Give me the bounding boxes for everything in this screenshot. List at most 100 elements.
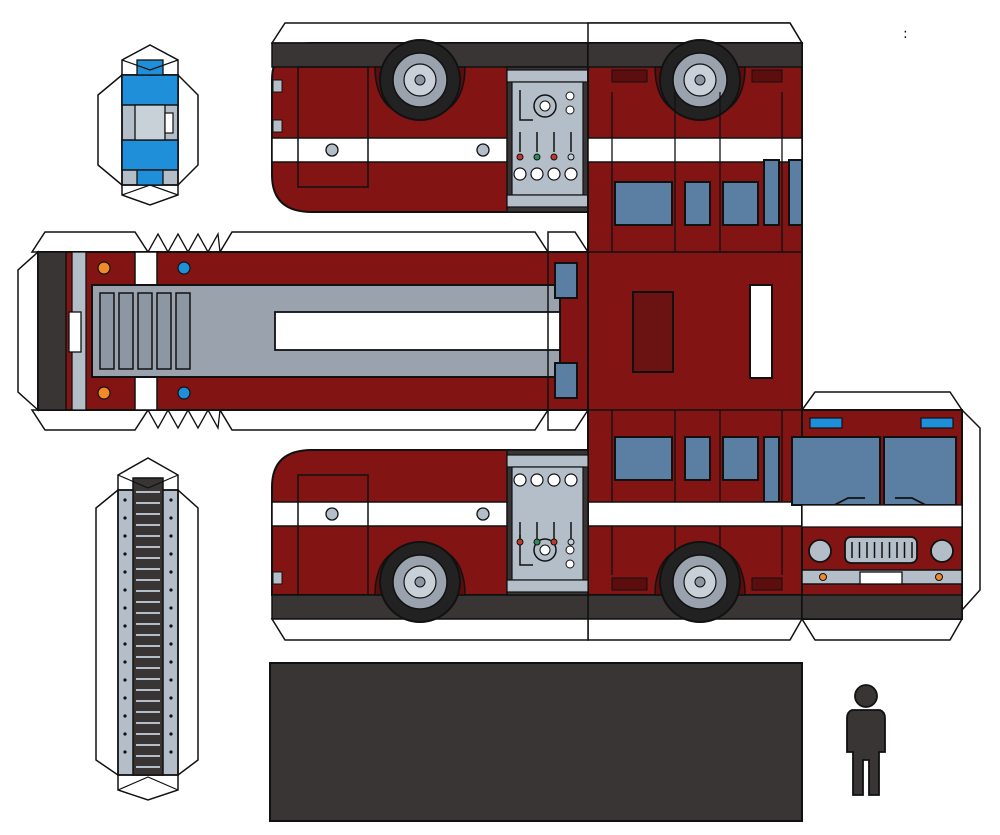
cab-window — [788, 159, 803, 226]
cab-mud-flap — [611, 577, 648, 591]
pressure-gauge — [564, 167, 578, 181]
roof-slat — [156, 292, 172, 370]
ladder-rivet — [123, 516, 127, 520]
beacon-light-piece — [97, 44, 199, 206]
radiator-grille — [844, 536, 918, 564]
ladder-rivet — [169, 732, 173, 736]
roof-light-bar — [749, 284, 773, 379]
side-panel-top — [270, 22, 804, 213]
pressure-gauge — [513, 167, 527, 181]
roof-slat — [175, 292, 191, 370]
wheel-front-bottom — [654, 541, 746, 623]
ladder-piece — [95, 457, 199, 801]
cab-mud-flap — [751, 577, 783, 591]
front-chassis — [801, 594, 963, 620]
compartment-door — [297, 66, 369, 188]
ladder-rivet — [123, 732, 127, 736]
roof-orange-light — [97, 386, 111, 400]
valve-indicator — [516, 538, 524, 546]
ladder-rivet — [123, 750, 127, 754]
glue-tab-front-top — [800, 391, 964, 411]
ladder-rivet — [123, 714, 127, 718]
ladder-tip-bottom — [117, 776, 179, 791]
cab-window — [722, 436, 759, 481]
cab-window — [763, 159, 780, 226]
windshield-left — [791, 436, 881, 506]
headlight-right — [930, 539, 954, 563]
ladder-rivet — [169, 624, 173, 628]
beacon-diamond-bottom — [121, 184, 179, 196]
marker-lamp — [476, 143, 490, 157]
wheel-rear-top — [374, 39, 466, 121]
glue-tab-roof-top — [30, 231, 150, 253]
roof-side-window — [554, 362, 578, 399]
zigzag-tabs-top — [146, 231, 221, 254]
glue-tab-roof-bottom2 — [218, 409, 550, 431]
roof-slat — [118, 292, 134, 370]
rear-reflector — [272, 119, 283, 133]
indicator-light — [819, 573, 827, 581]
cab-stripe-top — [587, 137, 803, 163]
cab-block — [587, 22, 804, 641]
front-white-stripe — [801, 504, 963, 528]
ladder-rivet — [169, 570, 173, 574]
beacon-blue-tip — [136, 169, 164, 186]
pressure-gauge — [547, 473, 561, 487]
cab-window — [684, 181, 711, 226]
wheel-front-top — [654, 39, 746, 121]
rear-reflector — [272, 571, 283, 585]
cab-window — [614, 181, 673, 226]
ladder-rivet — [169, 552, 173, 556]
ladder-rivet — [123, 642, 127, 646]
ladder-rivet — [123, 498, 127, 502]
human-scale-figure — [846, 684, 886, 796]
cab-door-lines — [611, 410, 783, 575]
glue-tab-roof-right2 — [547, 409, 590, 431]
ladder-rivet — [169, 606, 173, 610]
roof-orange-light — [97, 261, 111, 275]
glue-tab-roof-right — [547, 231, 590, 253]
ladder-rivet — [123, 696, 127, 700]
valve-indicator — [550, 538, 558, 546]
cab-window — [763, 436, 780, 503]
ladder-rivet — [169, 714, 173, 718]
cab-window — [614, 436, 673, 481]
roof-blue-light — [177, 386, 191, 400]
ladder-rivet — [169, 642, 173, 646]
corner-mark: : — [903, 26, 908, 42]
ladder-rail-center — [132, 477, 164, 776]
side-panel-bottom — [270, 449, 783, 641]
ladder-rivet — [169, 534, 173, 538]
ladder-rivet — [123, 534, 127, 538]
pressure-gauge — [530, 473, 544, 487]
ladder-rivet — [169, 750, 173, 754]
pressure-gauge — [564, 473, 578, 487]
zigzag-tabs-bottom — [146, 408, 221, 431]
glue-tab-roof-left — [17, 250, 39, 412]
ladder-rivet — [123, 588, 127, 592]
valve-indicator — [550, 153, 558, 161]
glue-tab-bottom-side — [270, 618, 589, 641]
glue-tab-front-bottom — [800, 618, 964, 641]
cab-mud-flap — [611, 69, 648, 83]
roof-ladder-slot — [274, 311, 561, 351]
ladder-rivet — [123, 552, 127, 556]
grille-bars — [851, 542, 913, 558]
ladder-rivet — [123, 624, 127, 628]
roof-blue-light — [177, 261, 191, 275]
valve-indicator — [533, 538, 541, 546]
pump-control-panel-bottom — [506, 449, 589, 596]
rear-reflector — [272, 79, 283, 93]
ladder-rivet — [169, 516, 173, 520]
beacon-slot — [164, 112, 174, 134]
glue-tab-roof-top2 — [218, 231, 550, 253]
cab-door-lines — [611, 92, 783, 252]
front-beacon-left — [809, 417, 843, 429]
pressure-gauge — [513, 473, 527, 487]
pump-valves-top — [513, 132, 578, 181]
beacon-blue-bottom — [121, 139, 179, 171]
ladder-rivet — [169, 696, 173, 700]
glue-tab-front-right — [961, 408, 981, 612]
base-plate — [269, 662, 803, 822]
